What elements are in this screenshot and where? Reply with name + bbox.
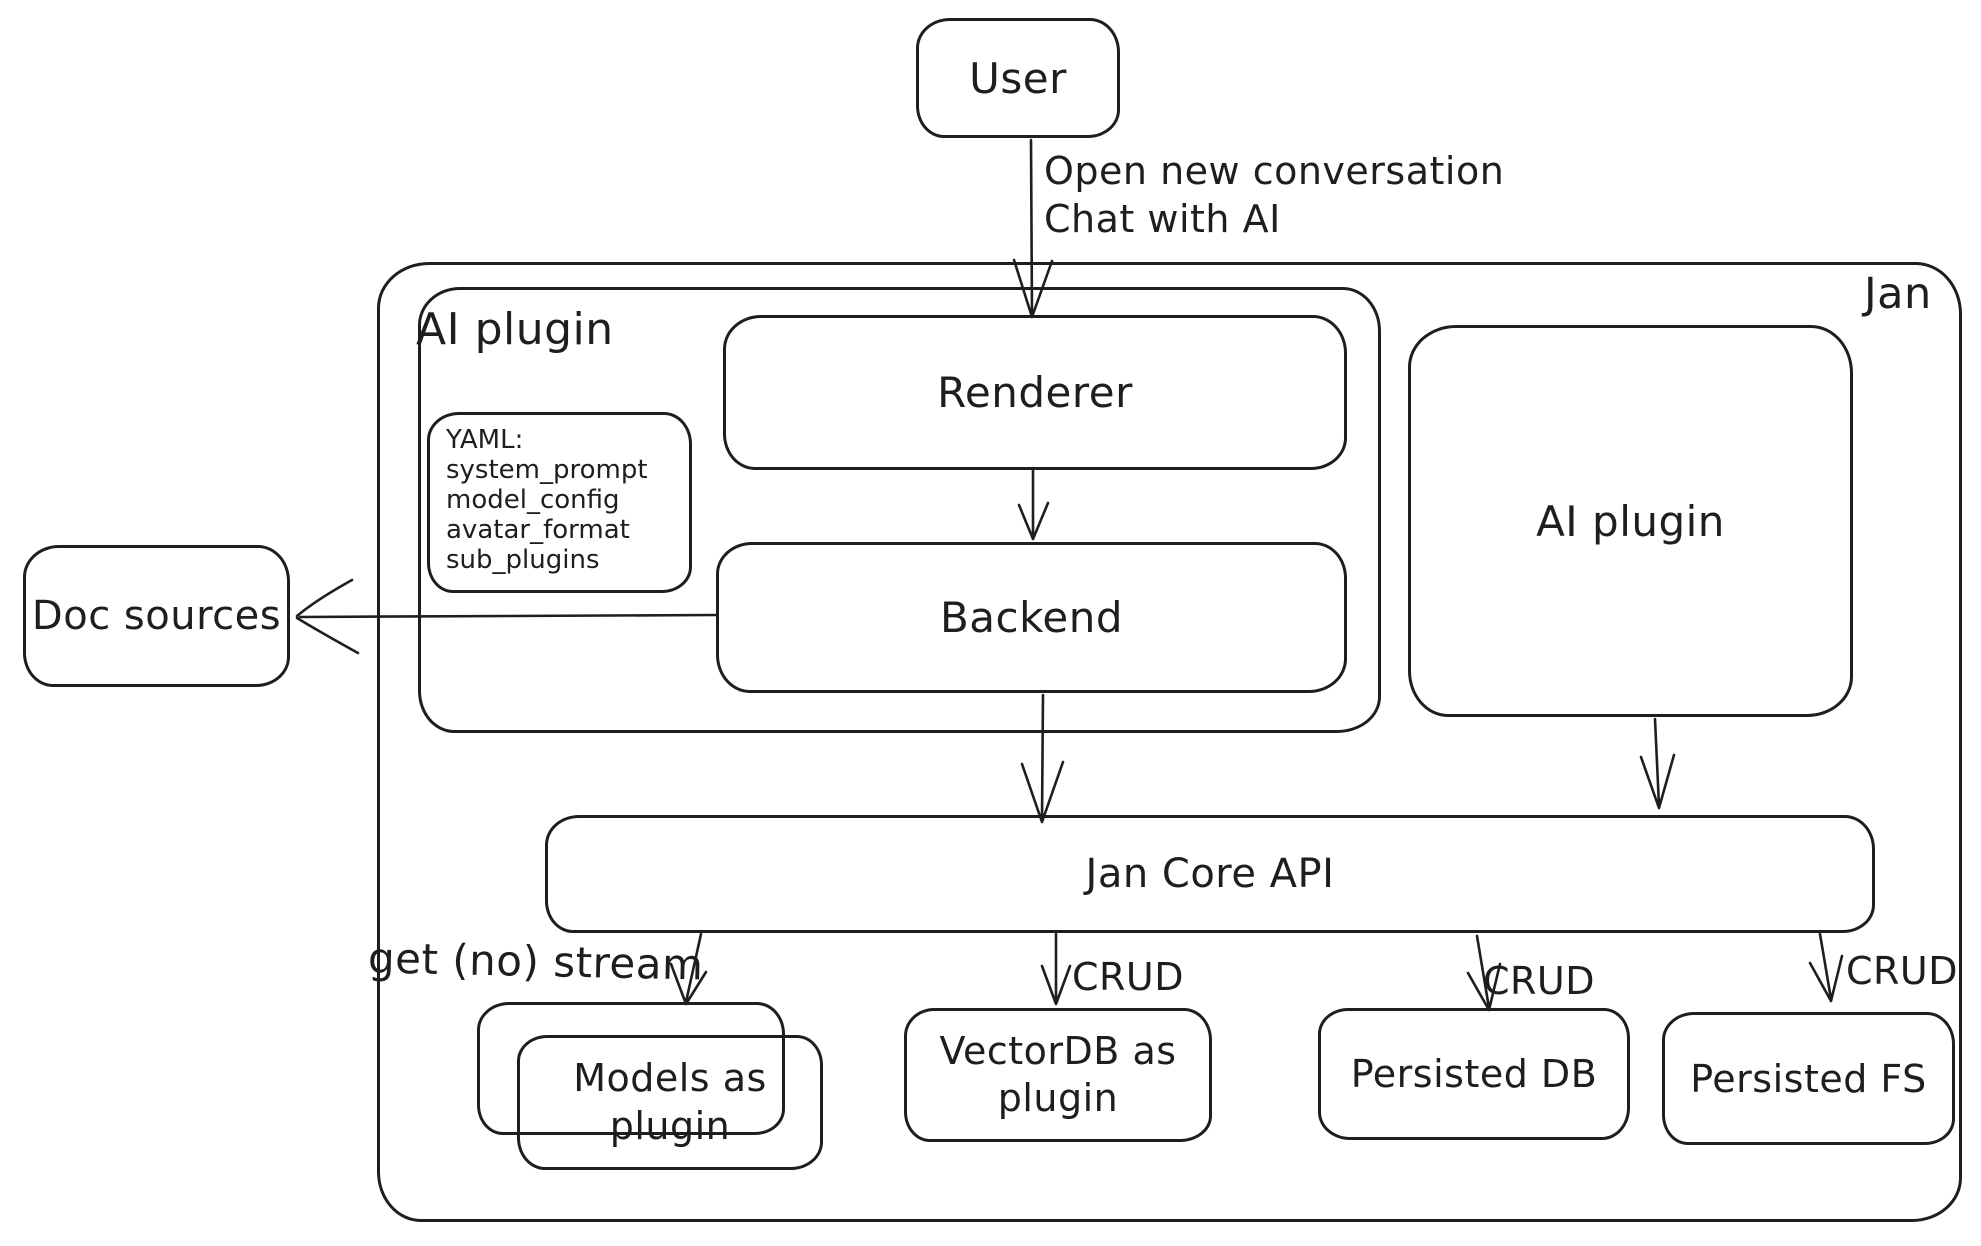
ai-plugin-label: AI plugin	[1536, 496, 1725, 546]
yaml-note-line: avatar_format	[446, 515, 630, 545]
jan-container	[377, 262, 1962, 1222]
renderer-label: Renderer	[937, 368, 1133, 417]
edge-label-open-conversation: Open new conversation Chat with AI	[1044, 148, 1504, 243]
persisted-fs-node: Persisted FS	[1662, 1012, 1955, 1145]
user-node: User	[916, 18, 1120, 138]
yaml-note-line: system_prompt	[446, 455, 648, 485]
persisted-fs-label: Persisted FS	[1690, 1056, 1927, 1101]
edge-label-get-no-stream: get (no) stream	[367, 933, 704, 990]
ai-plugin-node: AI plugin	[1408, 325, 1853, 717]
vectordb-as-plugin-node: VectorDB as plugin	[904, 1008, 1212, 1142]
yaml-note: YAML: system_prompt model_config avatar_…	[427, 412, 692, 593]
edge-label-open-conversation-line1: Open new conversation	[1044, 149, 1505, 193]
ai-plugin-container-label: AI plugin	[416, 304, 614, 355]
renderer-node: Renderer	[723, 315, 1347, 470]
edge-label-open-conversation-line2: Chat with AI	[1044, 196, 1281, 241]
persisted-db-node: Persisted DB	[1318, 1008, 1630, 1140]
models-as-plugin-node: Models as plugin	[517, 1035, 823, 1170]
backend-node: Backend	[716, 542, 1347, 693]
yaml-note-line: model_config	[446, 485, 620, 515]
edge-label-crud-persisted-fs: CRUD	[1846, 949, 1959, 993]
edge-label-crud-vectordb: CRUD	[1072, 955, 1185, 999]
vectordb-as-plugin-label: VectorDB as plugin	[939, 1028, 1177, 1121]
ai-plugin-container	[418, 287, 1381, 733]
yaml-note-text: YAML: system_prompt model_config avatar_…	[430, 415, 660, 575]
yaml-note-title: YAML:	[446, 425, 524, 455]
user-label: User	[969, 53, 1067, 103]
persisted-db-label: Persisted DB	[1350, 1052, 1598, 1096]
models-as-plugin-back-box	[477, 1002, 785, 1135]
doc-sources-label: Doc sources	[31, 593, 282, 639]
jan-core-api-node: Jan Core API	[545, 815, 1875, 933]
backend-label: Backend	[939, 593, 1124, 642]
models-as-plugin-label: Models as plugin	[573, 1056, 767, 1148]
jan-container-label: Jan	[1864, 269, 1932, 319]
doc-sources-node: Doc sources	[23, 545, 290, 687]
jan-core-api-label: Jan Core API	[1085, 851, 1335, 897]
edge-label-crud-persisted-db: CRUD	[1483, 959, 1596, 1003]
yaml-note-line: sub_plugins	[446, 545, 600, 575]
